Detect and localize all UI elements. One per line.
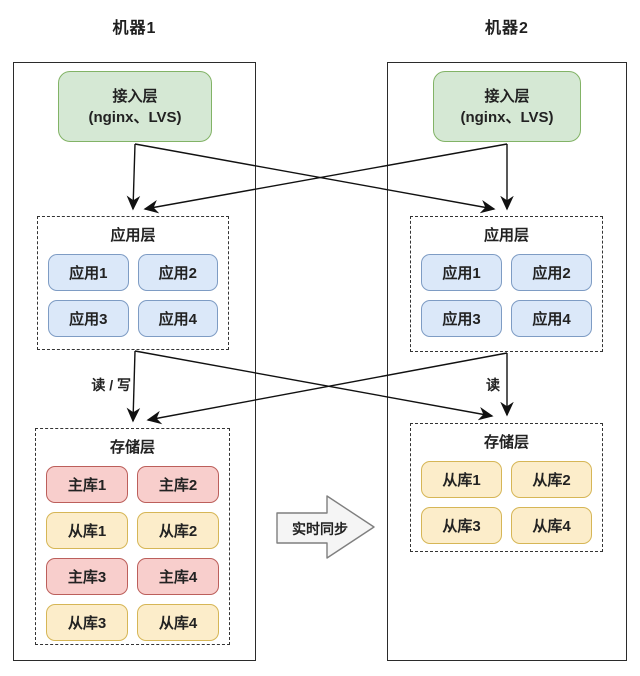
machine1-read-write-label: 读 / 写	[91, 377, 131, 393]
slave-db-cell: 从库1	[46, 512, 128, 549]
machine2-read-label: 读	[486, 377, 500, 393]
realtime-sync-label: 实时同步	[292, 521, 348, 537]
app-cell: 应用3	[421, 300, 502, 337]
storage-layer-title: 存储层	[483, 434, 529, 451]
app-cell: 应用2	[511, 254, 592, 291]
app-grid: 应用1 应用2 应用3 应用4	[38, 245, 228, 337]
slave-db-cell: 从库4	[511, 507, 592, 544]
app-cell: 应用1	[48, 254, 129, 291]
slave-db-cell: 从库1	[421, 461, 502, 498]
app-cell: 应用4	[137, 300, 218, 337]
storage-layer-title: 存储层	[109, 439, 155, 456]
master-db-cell: 主库3	[46, 558, 128, 595]
master-db-cell: 主库1	[46, 466, 128, 503]
app-grid: 应用1 应用2 应用3 应用4	[411, 245, 602, 337]
machine2-app-layer: 应用层 应用1 应用2 应用3 应用4	[410, 216, 603, 352]
access-layer-label: 接入层	[484, 87, 530, 105]
slave-db-cell: 从库3	[421, 507, 502, 544]
app-cell: 应用3	[48, 300, 129, 337]
access-layer-label: 接入层	[112, 87, 158, 105]
app-cell: 应用4	[511, 300, 592, 337]
storage-grid: 从库1 从库2 从库3 从库4	[411, 452, 602, 544]
machine1-app-layer: 应用层 应用1 应用2 应用3 应用4	[37, 216, 229, 350]
machine1-access-layer: 接入层 (nginx、LVS)	[58, 71, 212, 142]
machine2-access-layer: 接入层 (nginx、LVS)	[433, 71, 581, 142]
slave-db-cell: 从库2	[511, 461, 592, 498]
machine2-box	[387, 62, 627, 661]
slave-db-cell: 从库2	[137, 512, 219, 549]
app-layer-title: 应用层	[483, 227, 529, 244]
access-layer-sublabel: (nginx、LVS)	[88, 108, 182, 126]
machine2-storage-layer: 存储层 从库1 从库2 从库3 从库4	[410, 423, 603, 552]
slave-db-cell: 从库3	[46, 604, 128, 641]
master-db-cell: 主库2	[137, 466, 219, 503]
app-cell: 应用2	[137, 254, 218, 291]
machine1-title: 机器1	[112, 20, 157, 37]
slave-db-cell: 从库4	[137, 604, 219, 641]
app-layer-title: 应用层	[110, 227, 156, 244]
master-db-cell: 主库4	[137, 558, 219, 595]
machine2-title: 机器2	[485, 20, 529, 37]
storage-grid: 主库1 主库2 从库1 从库2 主库3 主库4 从库3 从库4	[36, 457, 229, 641]
machine1-storage-layer: 存储层 主库1 主库2 从库1 从库2 主库3 主库4 从库3 从库4	[35, 428, 230, 645]
app-cell: 应用1	[421, 254, 502, 291]
access-layer-sublabel: (nginx、LVS)	[460, 108, 554, 126]
